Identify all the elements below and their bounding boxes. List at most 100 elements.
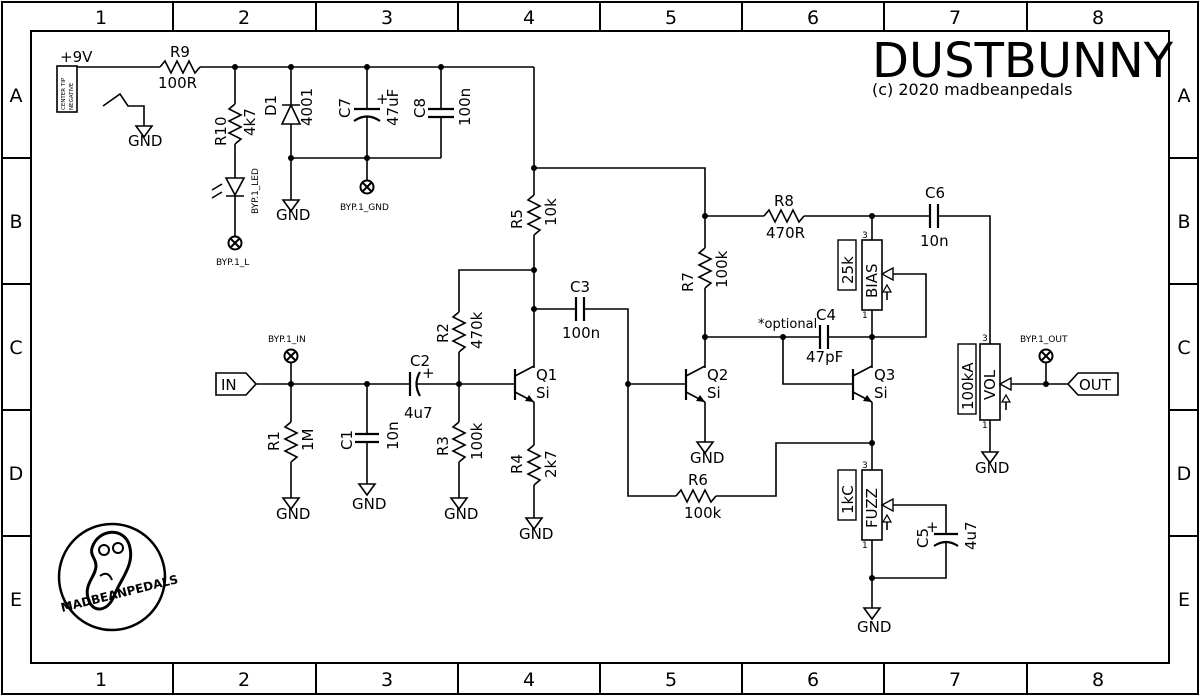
resistor-r10 xyxy=(227,103,243,145)
c5-value: 4u7 xyxy=(962,521,980,550)
output-port xyxy=(1066,372,1119,396)
col-label-top: 8 xyxy=(1092,7,1104,29)
output-label: OUT xyxy=(1079,376,1112,394)
r8-ref: R8 xyxy=(774,192,794,210)
gnd-label: GND xyxy=(128,132,162,150)
row-label-left: D xyxy=(9,463,24,485)
pin-label: 3 xyxy=(862,231,868,241)
c8-ref: C8 xyxy=(411,98,429,118)
col-label-top: 2 xyxy=(238,7,250,29)
col-label-bottom: 7 xyxy=(949,669,961,691)
resistor-r7 xyxy=(697,247,713,289)
bias-name: BIAS xyxy=(863,264,881,299)
stage-q3: BIAS 25k 3 1 Q3 Si FUZZ 1kC 3 1 + C5 4u7 xyxy=(837,216,980,636)
vol-value-box xyxy=(957,343,977,415)
r9-ref: R9 xyxy=(170,43,190,61)
col-label-top: 3 xyxy=(381,7,393,29)
schematic-title: DUSTBUNNY xyxy=(872,33,1174,89)
gnd-label: GND xyxy=(352,495,386,513)
byp-gnd-pad xyxy=(359,179,375,195)
r3-ref: R3 xyxy=(434,436,452,456)
gnd-label: GND xyxy=(857,618,891,636)
capacitor-c2 xyxy=(415,371,421,397)
grid-row-labels: A B C D E A B C D E xyxy=(9,85,1192,611)
resistor-r4 xyxy=(526,444,542,486)
byp-in-label: BYP.1_IN xyxy=(268,335,306,345)
c2-value: 4u7 xyxy=(404,404,433,422)
gnd-label: GND xyxy=(276,505,310,523)
pin-label: 3 xyxy=(862,461,868,471)
q3-ref: Q3 xyxy=(874,366,895,384)
byp-l-pad xyxy=(227,235,243,251)
byp-in-pad xyxy=(283,348,299,364)
gnd-label: GND xyxy=(690,449,724,467)
c2-polarity: + xyxy=(422,364,435,382)
row-label-left: B xyxy=(9,211,22,233)
col-label-bottom: 2 xyxy=(238,669,250,691)
r5-value: 10k xyxy=(542,198,560,226)
col-label-bottom: 5 xyxy=(665,669,677,691)
resistor-r1 xyxy=(283,421,299,463)
input-section: IN BYP.1_IN R1 1M GND C1 10n GND + C2 4u… xyxy=(215,335,459,523)
input-port xyxy=(215,372,258,396)
row-label-left: C xyxy=(9,337,22,359)
byp-gnd-label: BYP.1_GND xyxy=(340,203,389,213)
row-label-right: A xyxy=(1178,85,1191,107)
bias-value-box xyxy=(837,239,857,291)
col-label-bottom: 6 xyxy=(807,669,819,691)
byp-l-label: BYP.1_L xyxy=(216,258,249,268)
col-label-bottom: 8 xyxy=(1092,669,1104,691)
r7-value: 100k xyxy=(713,250,731,288)
q1-type: Si xyxy=(536,384,550,402)
ground-symbol xyxy=(358,479,376,496)
gnd-label: GND xyxy=(975,459,1009,477)
c8-value: 100n xyxy=(456,88,474,126)
c6-value: 10n xyxy=(920,232,949,250)
c1-ref: C1 xyxy=(338,430,356,450)
c1-value: 10n xyxy=(384,421,402,450)
fuzz-value-box xyxy=(837,469,857,521)
grid-column-labels: 1 2 3 4 5 6 7 8 1 2 3 4 5 6 7 8 xyxy=(95,7,1104,691)
r8-value: 470R xyxy=(766,224,805,242)
q1-ref: Q1 xyxy=(536,366,557,384)
resistor-r8 xyxy=(763,208,805,224)
pin-label: 3 xyxy=(982,334,988,344)
ground-symbol xyxy=(863,603,881,620)
row-label-right: E xyxy=(1178,589,1190,611)
pin-label: 1 xyxy=(862,541,868,551)
input-label: IN xyxy=(221,376,237,394)
pin-label: 1 xyxy=(862,311,868,321)
c6-ref: C6 xyxy=(925,184,945,202)
pin-label: 1 xyxy=(982,421,988,431)
col-label-top: 4 xyxy=(523,7,535,29)
col-label-top: 5 xyxy=(665,7,677,29)
d1-ref: D1 xyxy=(262,95,280,116)
power-section: CENTER TIP NEGATIVE +9V GND R9 100R R10 … xyxy=(56,43,534,268)
bias-value: 25k xyxy=(839,256,857,284)
dc-jack xyxy=(56,65,78,113)
resistor-r2 xyxy=(451,311,467,353)
fuzz-value: 1kC xyxy=(839,485,857,514)
stage-q1: R5 10k R2 470k R3 100k GND Q1 Si R4 2k7 … xyxy=(434,67,676,543)
gnd-label: GND xyxy=(276,206,310,224)
r3-value: 100k xyxy=(468,422,486,460)
led-pad-label: BYP.1_LED xyxy=(251,168,261,214)
row-label-left: E xyxy=(10,589,22,611)
d1-value: 4001 xyxy=(298,88,316,126)
c4-note: *optional xyxy=(758,317,817,332)
r6-ref: R6 xyxy=(688,471,708,489)
q3-type: Si xyxy=(874,384,888,402)
vol-name: VOL xyxy=(981,369,999,400)
gnd-label: GND xyxy=(519,525,553,543)
gnd-label: GND xyxy=(444,505,478,523)
collector-rail: R8 470R C6 10n xyxy=(534,167,991,344)
jack-note-2: NEGATIVE xyxy=(69,82,75,110)
led xyxy=(224,177,246,197)
r6-value: 100k xyxy=(684,504,722,522)
r7-ref: R7 xyxy=(679,272,697,292)
r4-ref: R4 xyxy=(508,454,526,474)
col-label-top: 7 xyxy=(949,7,961,29)
row-label-right: D xyxy=(1177,463,1192,485)
